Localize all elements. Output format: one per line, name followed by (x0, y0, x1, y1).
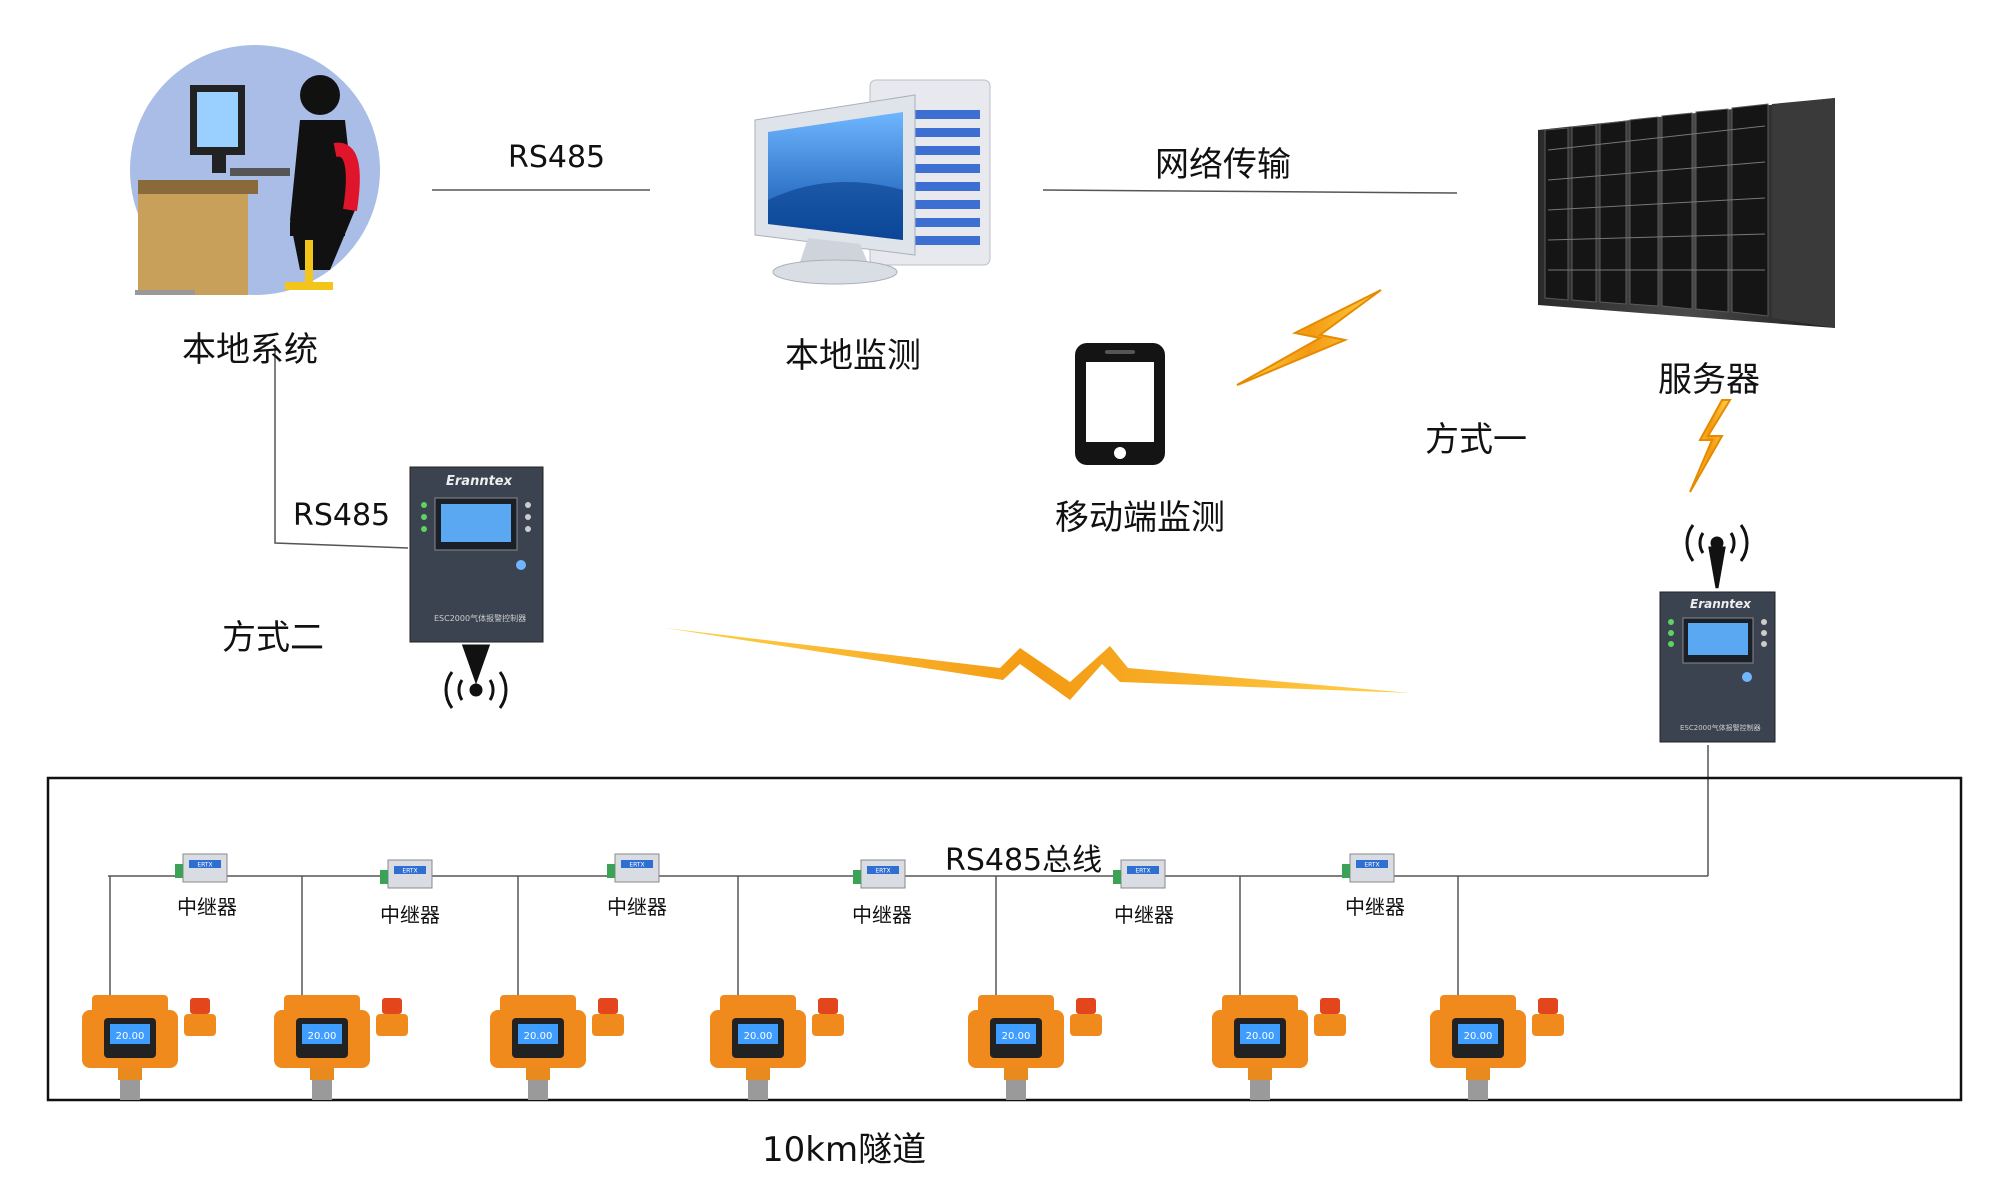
rs485-bus (109, 876, 1459, 995)
label-link-rs485-left: RS485 (293, 498, 391, 533)
label-tunnel: 10km隧道 (762, 1130, 927, 1170)
detector-readout: 20.00 (116, 1031, 145, 1042)
repeater-icon: ERTX (1342, 853, 1395, 883)
wireless-antenna-icon (444, 524, 1749, 709)
repeater-label: 中继器 (177, 895, 237, 919)
controller-model-right: ESC2000气体报警控制器 (1680, 724, 1761, 732)
repeater-icon: ERTX (380, 859, 433, 889)
gas-detector-icon: 20.00 (490, 995, 624, 1100)
detector-readout: 20.00 (744, 1031, 773, 1042)
gas-detector-icon: 20.00 (968, 995, 1102, 1100)
label-mode-one: 方式一 (1425, 420, 1527, 460)
detector-readout: 20.00 (1002, 1031, 1031, 1042)
repeater-label: 中继器 (852, 903, 912, 927)
repeater-group: ERTX ERTX ERTX ERTX ERTX ERTX (175, 853, 1395, 889)
detector-readout: 20.00 (1464, 1031, 1493, 1042)
controller-brand-right: Eranntex (1690, 597, 1751, 611)
repeater-badge: ERTX (197, 862, 212, 869)
connection-lines (108, 189, 1709, 877)
gas-alarm-controller-left (409, 466, 544, 643)
repeater-icon: ERTX (607, 853, 660, 883)
server-rack-icon (1538, 98, 1835, 328)
detector-readout: 20.00 (1246, 1031, 1275, 1042)
label-mobile-monitor: 移动端监测 (1055, 498, 1225, 538)
controller-brand-left: Eranntex (446, 474, 512, 489)
gas-detector-icon: 20.00 (1430, 995, 1564, 1100)
gas-detector-icon: 20.00 (274, 995, 408, 1100)
mobile-phone-icon (1075, 343, 1165, 465)
label-server: 服务器 (1658, 360, 1760, 400)
local-monitor-icon (754, 79, 991, 285)
repeater-badge: ERTX (1135, 868, 1150, 875)
local-system-icon (130, 45, 380, 295)
repeater-badge: ERTX (629, 862, 644, 869)
label-link-network: 网络传输 (1155, 145, 1291, 185)
label-mode-two: 方式二 (222, 618, 324, 658)
repeater-icon: ERTX (1113, 859, 1166, 889)
repeater-icon: ERTX (175, 853, 228, 883)
repeater-label: 中继器 (607, 895, 667, 919)
repeater-label: 中继器 (1345, 895, 1405, 919)
gas-detector-icon: 20.00 (1212, 995, 1346, 1100)
repeater-badge: ERTX (875, 868, 890, 875)
gas-detector-icon: 20.00 (82, 995, 216, 1100)
label-link-rs485-top: RS485 (508, 140, 606, 175)
detector-group: 20.00 20.00 20.00 20.00 20.00 20.00 20.00 (82, 995, 1564, 1100)
lightning-bolt-icon (665, 289, 1732, 700)
label-local-monitor: 本地监测 (785, 336, 921, 376)
repeater-label: 中继器 (380, 903, 440, 927)
label-bus: RS485总线 (945, 843, 1103, 878)
repeater-icon: ERTX (853, 859, 906, 889)
detector-readout: 20.00 (524, 1031, 553, 1042)
controller-model-left: ESC2000气体报警控制器 (434, 614, 527, 623)
label-local-system: 本地系统 (182, 330, 318, 370)
gas-alarm-controller-right (1659, 591, 1776, 743)
detector-readout: 20.00 (308, 1031, 337, 1042)
repeater-badge: ERTX (402, 868, 417, 875)
gas-detector-icon: 20.00 (710, 995, 844, 1100)
tunnel-box (46, 776, 1963, 1102)
repeater-badge: ERTX (1364, 862, 1379, 869)
repeater-label: 中继器 (1114, 903, 1174, 927)
